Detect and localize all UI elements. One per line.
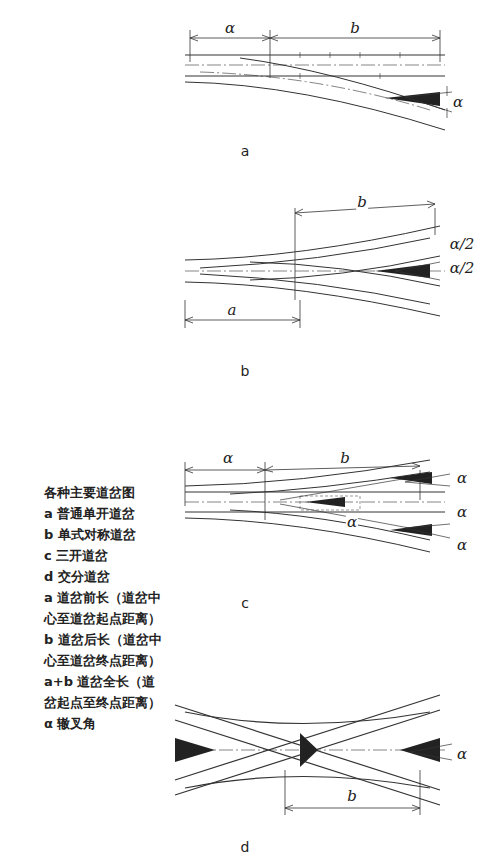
legend-note: a+b 道岔全长（道岔起点至终点距离） xyxy=(44,671,162,713)
dimension-label: b xyxy=(356,194,368,211)
dimension-label: α/2 xyxy=(449,236,476,253)
dimension-label: b xyxy=(339,450,351,467)
slip-turnout xyxy=(175,695,452,815)
dimension-label: α xyxy=(346,514,358,531)
figure-caption: c xyxy=(240,596,250,611)
single-turnout xyxy=(185,30,452,130)
legend-notes: 各种主要道岔图a 普通单开道岔b 单式对称道岔c 三开道岔d 交分道岔a 道岔前… xyxy=(44,482,162,734)
legend-note: b 道岔后长（道岔中心至道岔终点距离） xyxy=(44,629,162,671)
figure-caption: b xyxy=(240,364,251,379)
dimension-label: b xyxy=(349,20,361,37)
dimension-label: α xyxy=(456,537,468,554)
legend-note: a 普通单开道岔 xyxy=(44,503,162,524)
dimension-label: α xyxy=(456,504,468,521)
dimension-label: α xyxy=(222,450,234,467)
figure-caption: d xyxy=(240,840,251,855)
dimension-label: α xyxy=(456,746,468,763)
legend-note: d 交分道岔 xyxy=(44,566,162,587)
dimension-label: α/2 xyxy=(449,260,476,277)
dimension-label: α xyxy=(456,470,468,487)
legend-note: b 单式对称道岔 xyxy=(44,524,162,545)
figure-title: 各种主要道岔图 xyxy=(44,482,162,503)
legend-note: α 辙叉角 xyxy=(44,713,162,734)
symmetric-turnout xyxy=(185,201,445,328)
three-way-turnout xyxy=(185,460,450,552)
dimension-label: α xyxy=(224,20,236,37)
legend-note: a 道岔前长（道岔中心至道岔起点距离） xyxy=(44,587,162,629)
dimension-label: α xyxy=(452,94,464,111)
dimension-label: b xyxy=(346,788,358,805)
dimension-label: a xyxy=(227,302,238,319)
legend-note: c 三开道岔 xyxy=(44,545,162,566)
figure-caption: a xyxy=(240,144,251,159)
